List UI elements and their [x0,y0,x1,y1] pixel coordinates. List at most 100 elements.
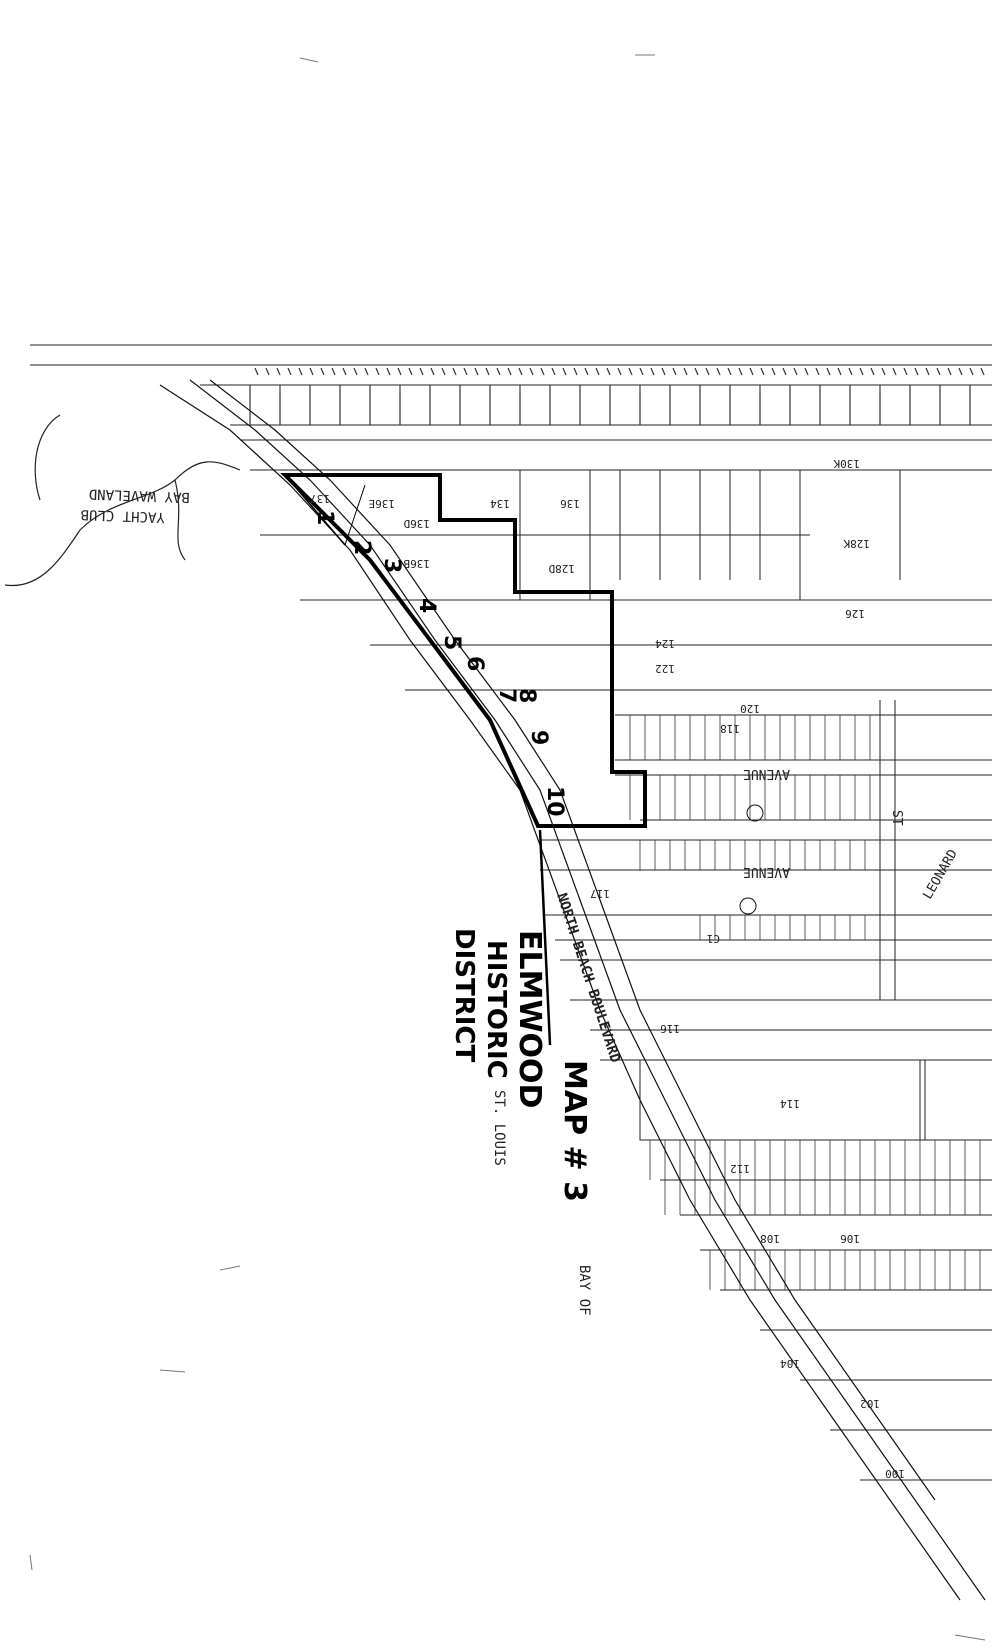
lot-number-2: 2 [349,540,374,555]
tick-mark [540,367,545,376]
tick-mark [683,367,688,376]
parcel-code: 136 [560,497,580,510]
tick-mark [815,367,820,376]
tick-mark [925,367,930,376]
tick-mark [353,367,358,376]
lot-number-8: 8 [514,688,539,703]
tick-mark [738,367,743,376]
tick-mark [694,367,699,376]
yacht-club-label-line2: YACHT CLUB [80,506,165,525]
parcel-code: 126 [845,607,865,620]
district-pointer-line [538,829,552,1046]
street-label-leonard: LEONARD [920,847,960,902]
tick-mark [606,367,611,376]
tick-mark [265,367,270,376]
tick-mark [254,367,259,376]
tick-mark [650,367,655,376]
inner-boundary-line [284,474,346,546]
yacht-club-outline [4,414,241,587]
parcel-code: 108 [760,1232,780,1245]
tick-mark [562,367,567,376]
tick-mark [551,367,556,376]
tick-mark [639,367,644,376]
tick-mark [375,367,380,376]
tick-mark [914,367,919,376]
tick-mark [749,367,754,376]
parcel-code: 136B [403,557,430,570]
tick-mark [870,367,875,376]
parcel-code: 136E [369,497,396,510]
lot-number-4: 4 [414,598,439,613]
parcel-code: 124 [655,637,675,650]
tick-mark [958,367,963,376]
tick-mark [386,367,391,376]
lot-number-9: 9 [526,730,551,745]
lot-number-7: 7 [494,688,519,703]
tick-mark [419,367,424,376]
parcel-code: 136D [404,517,431,530]
tick-mark [496,367,501,376]
tick-mark [331,367,336,376]
tick-mark [342,367,347,376]
avenue-label: AVENUE [743,766,790,781]
tick-mark [771,367,776,376]
tick-mark [287,367,292,376]
parcel-code: 130K [833,457,860,470]
shoreline [159,379,986,1601]
tick-mark [474,367,479,376]
parcel-code: 100 [885,1467,905,1480]
tick-mark [947,367,952,376]
circle-marker [739,897,757,915]
parcel-code: 134 [490,497,510,510]
tick-mark [782,367,787,376]
tick-mark [276,367,281,376]
yacht-club-label-line1: BAY WAVELAND [88,485,190,505]
parcel-code: 106 [840,1232,860,1245]
avenue-label: AVENUE [743,864,790,879]
map-number-label: MAP # 3 [557,1060,592,1202]
tick-mark [452,367,457,376]
tick-mark [793,367,798,376]
boulevard-label: NORTH BEACH BOULEVARD [553,891,623,1064]
tick-mark [584,367,589,376]
tick-mark [595,367,600,376]
tick-mark [507,367,512,376]
tick-mark [298,367,303,376]
parcel-code: 122 [655,662,675,675]
parcel-code: C1 [707,932,720,945]
tick-mark [760,367,765,376]
tick-mark [441,367,446,376]
parcel-code: 104 [780,1357,800,1370]
parcel-code: 102 [860,1397,880,1410]
tick-mark [628,367,633,376]
district-label-line2: HISTORIC [481,940,511,1079]
tick-mark [518,367,523,376]
parcel-code: 114 [780,1097,800,1110]
tick-mark [485,367,490,376]
tick-mark [529,367,534,376]
tick-mark [320,367,325,376]
tick-mark [364,367,369,376]
parcel-code: 137 [310,492,330,505]
lot-number-5: 5 [439,635,464,650]
parcel-code: 128D [549,562,576,575]
parcel-code: 120 [740,702,760,715]
tick-mark [672,367,677,376]
parcel-code: 116 [660,1022,680,1035]
parcel-code: 128K [843,537,870,550]
lot-number-1: 1 [312,510,337,525]
tick-mark [463,367,468,376]
lot-number-3: 3 [379,558,404,573]
tick-mark [892,367,897,376]
top-tick-marks [249,367,985,425]
tick-mark [936,367,941,376]
district-label-line3: DISTRICT [449,928,479,1062]
lot-number-10: 10 [542,786,567,817]
lot-number-6: 6 [462,656,487,671]
tick-mark [430,367,435,376]
parcel-codes: 137 136E 136D 136B 134 136 130K 128D 128… [310,457,905,1480]
tick-mark [705,367,710,376]
tick-mark [408,367,413,376]
